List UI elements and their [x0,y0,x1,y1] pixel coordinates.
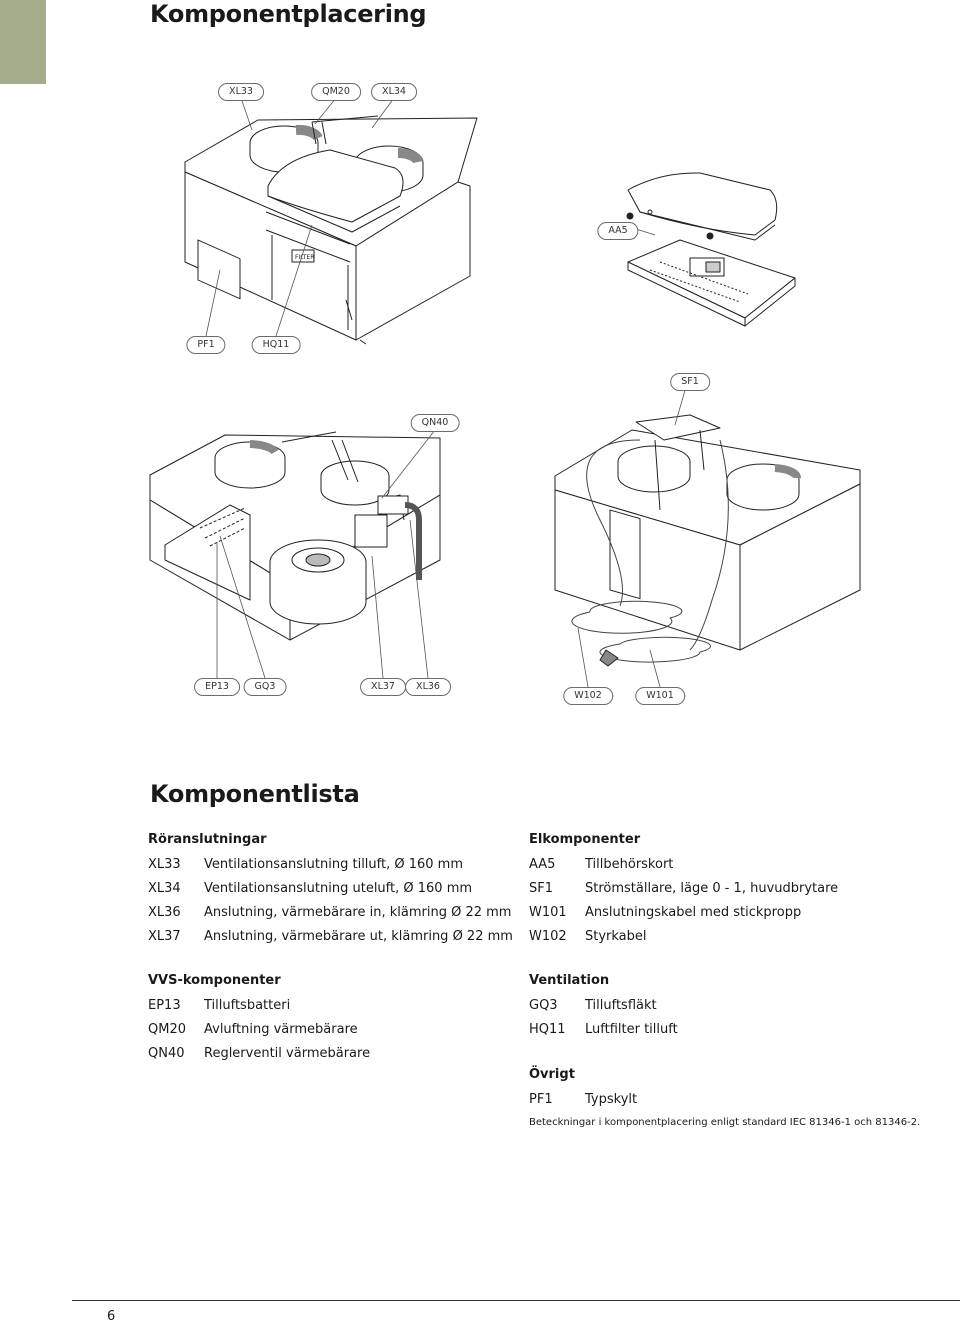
item-desc: Luftfilter tilluft [585,1022,678,1037]
list-item: W102 Styrkabel [529,925,838,949]
list-item: QN40 Reglerventil värmebärare [148,1042,370,1066]
list-item: XL33 Ventilationsanslutning tilluft, Ø 16… [148,853,513,877]
component-drawings: FILTER [149,97,861,688]
component-list-title: Komponentlista [150,780,360,808]
callout-pf1: PF1 [186,336,226,354]
callout-xl33: XL33 [218,83,264,101]
chapter-color-tab [0,0,46,84]
list-item: QM20 Avluftning värmebärare [148,1018,370,1042]
list-item: PF1 Typskylt [529,1088,637,1112]
item-code: XL34 [148,881,181,896]
item-desc: Ventilationsanslutning uteluft, Ø 160 mm [204,881,473,896]
item-code: SF1 [529,881,554,896]
callout-hq11: HQ11 [251,336,301,354]
item-code: XL36 [148,905,181,920]
unit-cables-drawing [554,414,861,667]
item-desc: Strömställare, läge 0 - 1, huvudbrytare [585,881,839,896]
item-desc: Anslutningskabel med stickpropp [585,905,802,920]
item-code: AA5 [529,857,556,872]
callout-qm20: QM20 [311,83,361,101]
item-desc: Tilluftsfläkt [585,998,657,1013]
item-code: EP13 [148,998,181,1013]
item-desc: Typskylt [585,1092,638,1107]
item-desc: Avluftning värmebärare [204,1022,358,1037]
page-number: 6 [107,1309,116,1324]
item-code: PF1 [529,1092,553,1107]
callout-w101: W101 [635,687,685,705]
list-item: AA5 Tillbehörskort [529,853,838,877]
item-code: W102 [529,929,567,944]
list-item: GQ3 Tilluftsfläkt [529,994,678,1018]
item-code: QN40 [148,1046,185,1061]
callout-aa5: AA5 [597,222,639,240]
callout-qn40: QN40 [410,414,460,432]
unit-top-drawing: FILTER [184,115,478,345]
section-ventilation: Ventilation GQ3 Tilluftsfläkt HQ11 Luftfil… [529,973,678,1042]
item-code: XL37 [148,929,181,944]
list-item: HQ11 Luftfilter tilluft [529,1018,678,1042]
footnote: Beteckningar i komponentplacering enligt… [529,1117,921,1128]
section-heading: Elkomponenter [529,832,641,847]
unit-open-drawing [149,431,441,641]
callout-xl34: XL34 [371,83,417,101]
list-item: XL36 Anslutning, värmebärare in, klämring… [148,901,513,925]
list-item: W101 Anslutningskabel med stickpropp [529,901,838,925]
section-heading: VVS-komponenter [148,973,281,988]
section-elkomponenter: Elkomponenter AA5 Tillbehörskort SF1 Ström… [529,832,838,949]
section-ovrigt: Övrigt PF1 Typskylt [529,1067,637,1112]
filter-label: FILTER [295,254,314,261]
footer-divider [72,1300,960,1301]
section-heading: Övrigt [529,1067,575,1082]
callout-ep13: EP13 [194,678,240,696]
callout-xl36: XL36 [405,678,451,696]
item-desc: Reglerventil värmebärare [204,1046,371,1061]
item-code: QM20 [148,1022,186,1037]
page-title: Komponentplacering [150,0,427,28]
list-item: SF1 Strömställare, läge 0 - 1, huvudbryta… [529,877,838,901]
item-desc: Tilluftsbatteri [204,998,291,1013]
callout-gq3: GQ3 [243,678,287,696]
list-item: EP13 Tilluftsbatteri [148,994,370,1018]
callout-w102: W102 [563,687,613,705]
item-code: W101 [529,905,567,920]
section-vvs: VVS-komponenter EP13 Tilluftsbatteri QM20… [148,973,370,1066]
item-code: XL33 [148,857,181,872]
list-item: XL34 Ventilationsanslutning uteluft, Ø 16… [148,877,513,901]
section-heading: Ventilation [529,973,610,988]
list-item: XL37 Anslutning, värmebärare ut, klämring… [148,925,513,949]
accessory-board-drawing [626,172,796,327]
item-code: HQ11 [529,1022,566,1037]
item-desc: Anslutning, värmebärare ut, klämring Ø 2… [204,929,513,944]
item-desc: Ventilationsanslutning tilluft, Ø 160 mm [204,857,464,872]
callout-xl37: XL37 [360,678,406,696]
section-heading: Röranslutningar [148,832,267,847]
callout-sf1: SF1 [670,373,710,391]
item-desc: Styrkabel [585,929,647,944]
item-desc: Tillbehörskort [585,857,674,872]
item-desc: Anslutning, värmebärare in, klämring Ø 2… [204,905,512,920]
item-code: GQ3 [529,998,558,1013]
